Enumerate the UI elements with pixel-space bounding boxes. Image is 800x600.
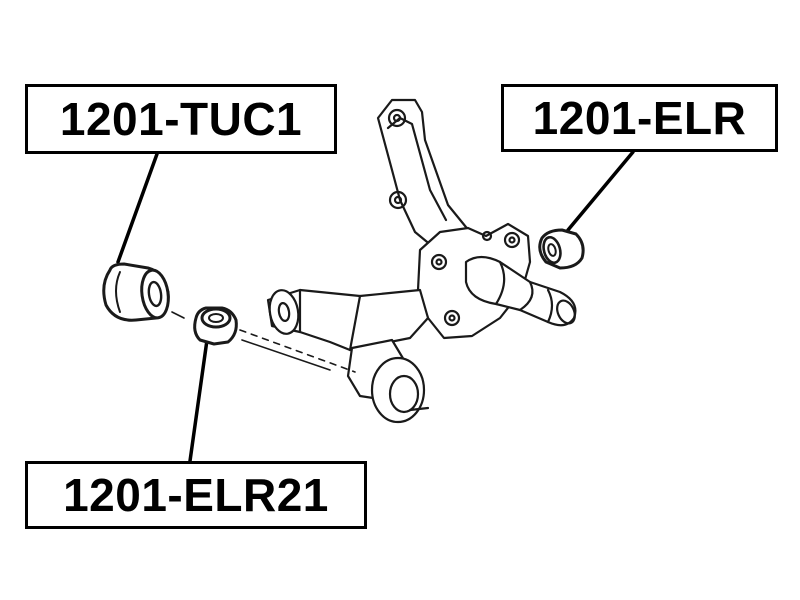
part-label-1201-tuc1: 1201-TUC1 xyxy=(25,84,337,154)
leader-line-tuc1 xyxy=(116,152,159,264)
leader-line-elr xyxy=(566,150,635,232)
steering-knuckle xyxy=(239,98,577,424)
part-label-1201-elr: 1201-ELR xyxy=(501,84,778,152)
bushing-tuc1 xyxy=(102,262,185,322)
leader-line-elr21 xyxy=(188,338,209,463)
part-label-1201-elr21: 1201-ELR21 xyxy=(25,461,367,529)
leader-lines xyxy=(116,150,635,463)
bushing-elr21 xyxy=(193,306,238,346)
bushing-elr xyxy=(538,228,585,270)
